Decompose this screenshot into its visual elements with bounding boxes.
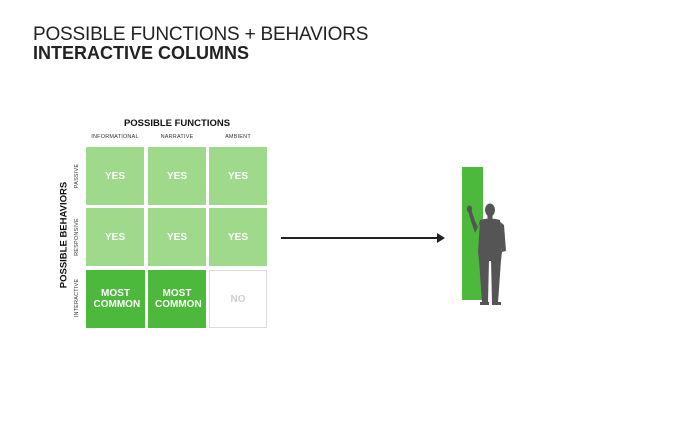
column-label-narrative: NARRATIVE [160, 134, 194, 140]
page-title: POSSIBLE FUNCTIONS + BEHAVIORS [33, 24, 369, 45]
cell-interactive-informational: MOST COMMON [86, 270, 145, 328]
cell-interactive-narrative: MOST COMMON [148, 270, 206, 328]
arrowhead [437, 233, 445, 243]
behaviors-axis-title: POSSIBLE BEHAVIORS [58, 181, 70, 289]
cell-passive-informational: YES [86, 147, 144, 205]
row-label-passive: PASSIVE [74, 163, 80, 189]
cell-text: MOST COMMON [93, 288, 141, 310]
functions-axis-title: POSSIBLE FUNCTIONS [123, 118, 231, 129]
person-silhouette-icon [466, 203, 506, 305]
cell-responsive-informational: YES [86, 208, 144, 266]
column-label-ambient: AMBIENT [225, 134, 251, 140]
column-label-informational: INFORMATIONAL [91, 134, 139, 140]
cell-passive-ambient: YES [209, 147, 267, 205]
cell-text: MOST COMMON [155, 288, 202, 310]
arrow-right-icon [281, 237, 443, 239]
interactive-column [462, 167, 483, 300]
cell-responsive-ambient: YES [209, 208, 267, 266]
row-label-responsive: RESPONSIVE [74, 218, 80, 256]
row-label-interactive: INTERACTIVE [74, 278, 80, 318]
cell-responsive-narrative: YES [148, 208, 206, 266]
page-subtitle: INTERACTIVE COLUMNS [33, 43, 249, 63]
cell-interactive-ambient: NO [209, 270, 267, 328]
cell-passive-narrative: YES [148, 147, 206, 205]
